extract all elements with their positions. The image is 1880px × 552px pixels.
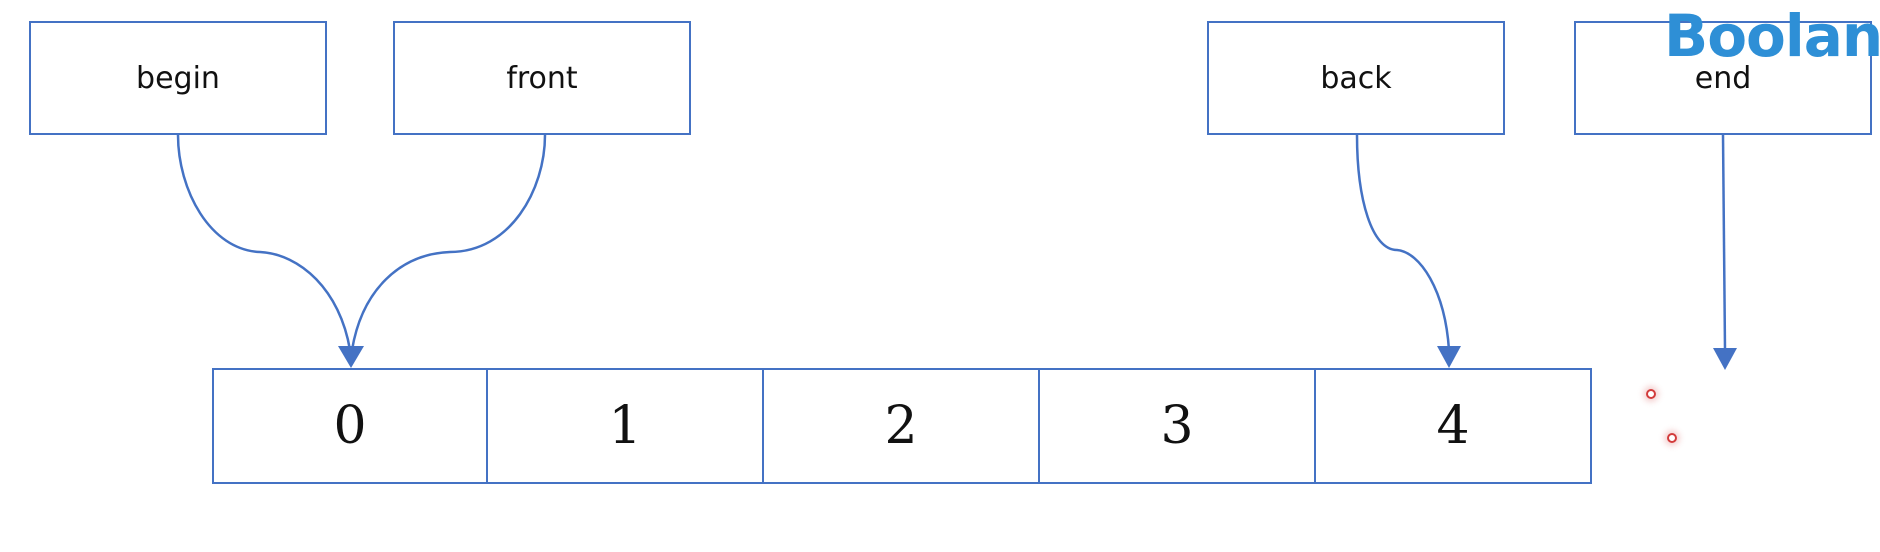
- cell-value: 2: [884, 396, 918, 456]
- boolan-logo: Boolan: [1664, 2, 1880, 70]
- begin-box: begin: [29, 21, 327, 135]
- back-arrow: [1355, 134, 1451, 351]
- cell-value: 0: [333, 396, 367, 456]
- cursor-trail-marker: [1667, 433, 1677, 443]
- cell-value: 4: [1436, 396, 1470, 456]
- cursor-trail-marker: [1646, 389, 1656, 399]
- back-box: back: [1207, 21, 1505, 135]
- back-arrowhead: [1437, 346, 1461, 368]
- end-arrowhead: [1713, 348, 1737, 370]
- front-label: front: [506, 60, 578, 96]
- end-arrow: [1721, 134, 1727, 351]
- begin-arrowhead: [338, 346, 364, 368]
- cell-value: 1: [608, 396, 642, 456]
- array-cell: 1: [488, 368, 764, 484]
- cell-value: 3: [1160, 396, 1194, 456]
- array-cell: 0: [212, 368, 488, 484]
- array-cell: 2: [764, 368, 1040, 484]
- begin-label: begin: [136, 60, 220, 96]
- array-cell: 4: [1316, 368, 1592, 484]
- front-arrow: [350, 134, 547, 351]
- end-label: end: [1694, 60, 1752, 96]
- end-box: end: [1574, 21, 1872, 135]
- back-label: back: [1320, 60, 1392, 96]
- front-box: front: [393, 21, 691, 135]
- array-cell: 3: [1040, 368, 1316, 484]
- begin-arrow: [176, 134, 352, 351]
